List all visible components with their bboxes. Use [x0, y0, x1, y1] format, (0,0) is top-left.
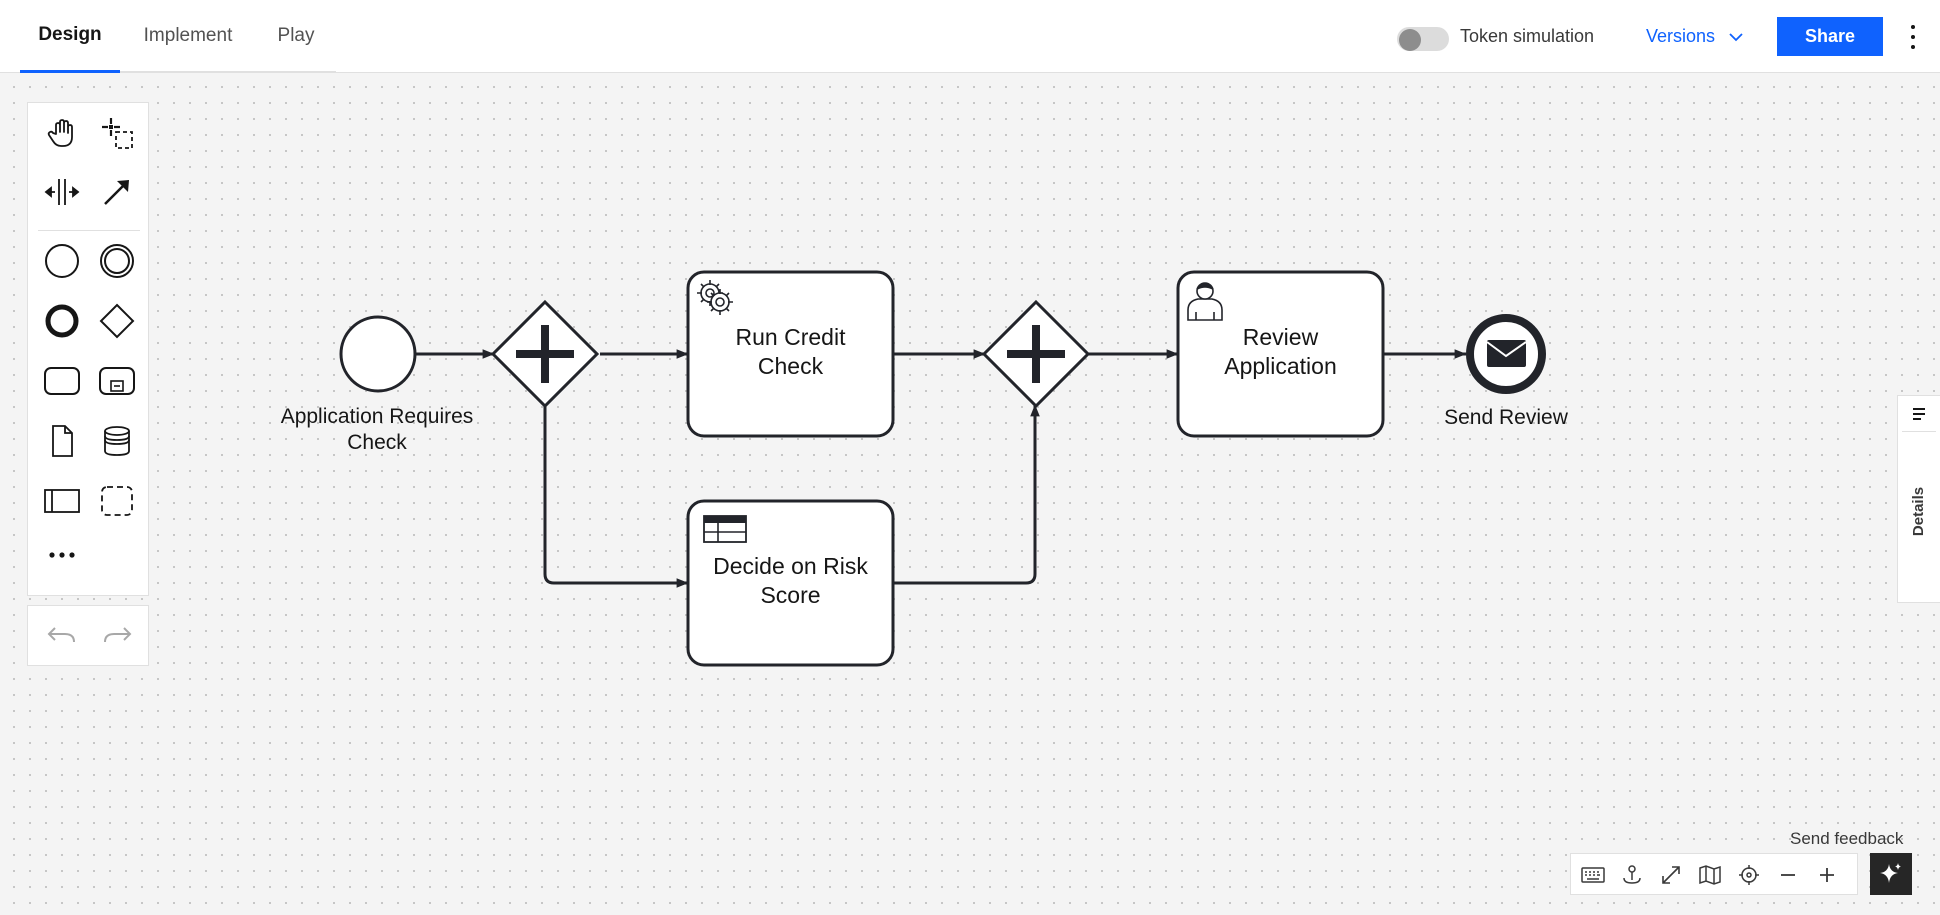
- hand-tool-icon[interactable]: [40, 111, 84, 155]
- details-label: Details: [1910, 486, 1928, 536]
- end-message-event[interactable]: [1466, 314, 1546, 394]
- task-label-review-application: Review Application: [1224, 324, 1337, 379]
- plus-icon: [516, 325, 574, 383]
- group-icon[interactable]: [95, 479, 139, 523]
- top-bar: Design Implement Play Token simulation V…: [0, 0, 1940, 73]
- gear-icon: [697, 280, 733, 315]
- subprocess-icon[interactable]: [95, 359, 139, 403]
- data-object-icon[interactable]: [40, 419, 84, 463]
- intermediate-event-icon[interactable]: [95, 239, 139, 283]
- flow-fork-to-risk[interactable]: [543, 405, 689, 588]
- business-rule-task-risk-score[interactable]: [686, 499, 895, 667]
- chevron-down-icon: [1729, 32, 1743, 41]
- versions-label: Versions: [1646, 26, 1716, 46]
- envelope-icon: [1486, 340, 1527, 367]
- global-connect-icon[interactable]: [95, 170, 139, 214]
- task-icon[interactable]: [40, 359, 84, 403]
- fullscreen-icon[interactable]: [1651, 854, 1690, 896]
- tab-implement[interactable]: Implement: [120, 0, 256, 73]
- parallel-gateway-join[interactable]: [981, 299, 1091, 409]
- zoom-out-icon[interactable]: [1768, 854, 1807, 896]
- service-task-credit-check[interactable]: [686, 270, 895, 438]
- tab-play[interactable]: Play: [256, 0, 336, 73]
- more-icon[interactable]: [40, 533, 84, 577]
- flow-risk-to-join[interactable]: [893, 404, 1040, 585]
- pool-icon[interactable]: [40, 479, 84, 523]
- recenter-icon[interactable]: [1729, 854, 1768, 896]
- details-separator: [1902, 431, 1936, 432]
- palette-separator: [38, 230, 140, 231]
- lasso-tool-icon[interactable]: [95, 111, 139, 155]
- space-tool-icon[interactable]: [40, 170, 84, 214]
- panel-icon: [1913, 408, 1925, 420]
- tool-palette: [27, 102, 149, 596]
- undo-redo-panel: [27, 605, 149, 666]
- details-panel-toggle[interactable]: Details: [1897, 395, 1940, 603]
- gateway-icon[interactable]: [95, 299, 139, 343]
- parallel-gateway-fork[interactable]: [490, 299, 600, 409]
- end-event-label: Send Review: [1444, 406, 1568, 429]
- data-store-icon[interactable]: [95, 419, 139, 463]
- zoom-in-icon[interactable]: [1807, 854, 1846, 896]
- start-event[interactable]: [339, 315, 417, 393]
- token-simulation-toggle[interactable]: [1397, 27, 1449, 51]
- overflow-menu-icon[interactable]: [1906, 22, 1920, 52]
- user-icon: [1187, 282, 1223, 321]
- send-feedback-link[interactable]: Send feedback: [1790, 829, 1904, 848]
- tab-design[interactable]: Design: [20, 0, 120, 73]
- start-event-label: Application Requires Check: [280, 405, 474, 455]
- undo-icon[interactable]: [40, 614, 84, 658]
- end-event-icon[interactable]: [40, 299, 84, 343]
- token-simulation-label: Token simulation: [1460, 26, 1595, 46]
- minimap-icon[interactable]: [1690, 854, 1729, 896]
- task-label-risk-score: Decide on Risk Score: [713, 553, 868, 608]
- task-label-credit-check: Run Credit Check: [735, 324, 846, 379]
- start-event-icon[interactable]: [40, 239, 84, 283]
- share-button[interactable]: Share: [1777, 17, 1883, 56]
- table-icon: [703, 515, 747, 543]
- plus-icon: [1007, 325, 1065, 383]
- keyboard-icon[interactable]: [1573, 854, 1612, 896]
- sparkle-icon: [1880, 863, 1901, 883]
- toggle-knob: [1399, 29, 1421, 51]
- reset-view-icon[interactable]: [1612, 854, 1651, 896]
- redo-icon[interactable]: [95, 614, 139, 658]
- ai-assistant-button[interactable]: [1870, 853, 1912, 895]
- diagram-canvas[interactable]: [0, 73, 1940, 915]
- user-task-review-application[interactable]: [1176, 270, 1385, 438]
- canvas-controls: [1570, 853, 1858, 895]
- versions-dropdown[interactable]: Versions: [1646, 26, 1743, 47]
